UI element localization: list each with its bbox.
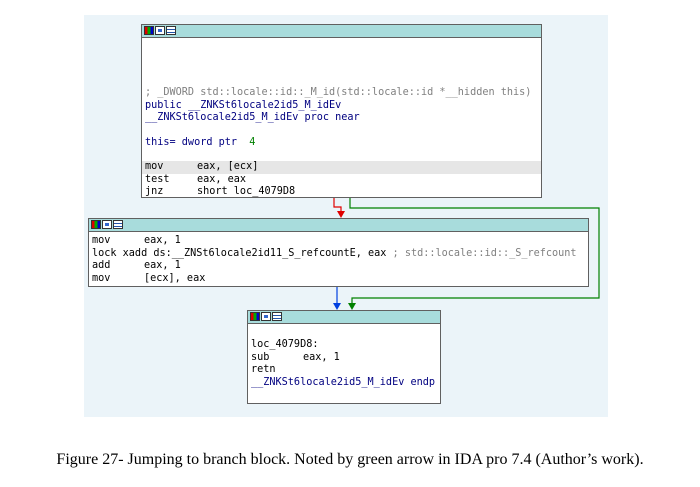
public-declaration: public __ZNKSt6locale2id5_M_idEv (145, 99, 342, 111)
function-signature-comment: ; _DWORD std::locale::id::_M_id(std::loc… (145, 87, 532, 98)
color-icon[interactable] (91, 220, 101, 229)
graph-icon[interactable] (155, 26, 165, 35)
list-icon[interactable] (166, 26, 176, 35)
block-header (142, 25, 541, 38)
figure-caption: Figure 27- Jumping to branch block. Note… (56, 451, 644, 468)
graph-icon[interactable] (102, 220, 112, 229)
true-branch-arrowhead (348, 303, 356, 310)
instruction-row[interactable]: mov[ecx], eax (92, 272, 206, 284)
list-icon[interactable] (113, 220, 123, 229)
block-header (89, 219, 588, 232)
ida-graph-view[interactable]: ; _DWORD std::locale::id::_M_id(std::loc… (84, 15, 608, 417)
instruction-row[interactable]: retn (251, 364, 276, 375)
false-branch-arrowhead (337, 211, 345, 218)
proc-declaration: __ZNKSt6locale2id5_M_idEv proc near (145, 112, 360, 123)
graph-icon[interactable] (261, 312, 271, 321)
color-icon[interactable] (144, 26, 154, 35)
list-icon[interactable] (272, 312, 282, 321)
color-icon[interactable] (250, 312, 260, 321)
block-label[interactable]: loc_4079D8: (251, 339, 319, 350)
graph-edges (333, 198, 600, 310)
true-branch-edge (349, 198, 600, 303)
endp-declaration: __ZNKSt6locale2id5_M_idEv endp (251, 376, 436, 388)
block-header (248, 311, 440, 324)
instruction-row[interactable]: lock xadd ds:__ZNSt6locale2id11_S_refcou… (92, 247, 577, 259)
fallthrough-arrowhead (333, 303, 341, 310)
false-branch-edge (333, 198, 342, 211)
basic-block-entry[interactable]: ; _DWORD std::locale::id::_M_id(std::loc… (141, 24, 542, 198)
stack-variable: this= dword ptr 4 (145, 136, 256, 148)
